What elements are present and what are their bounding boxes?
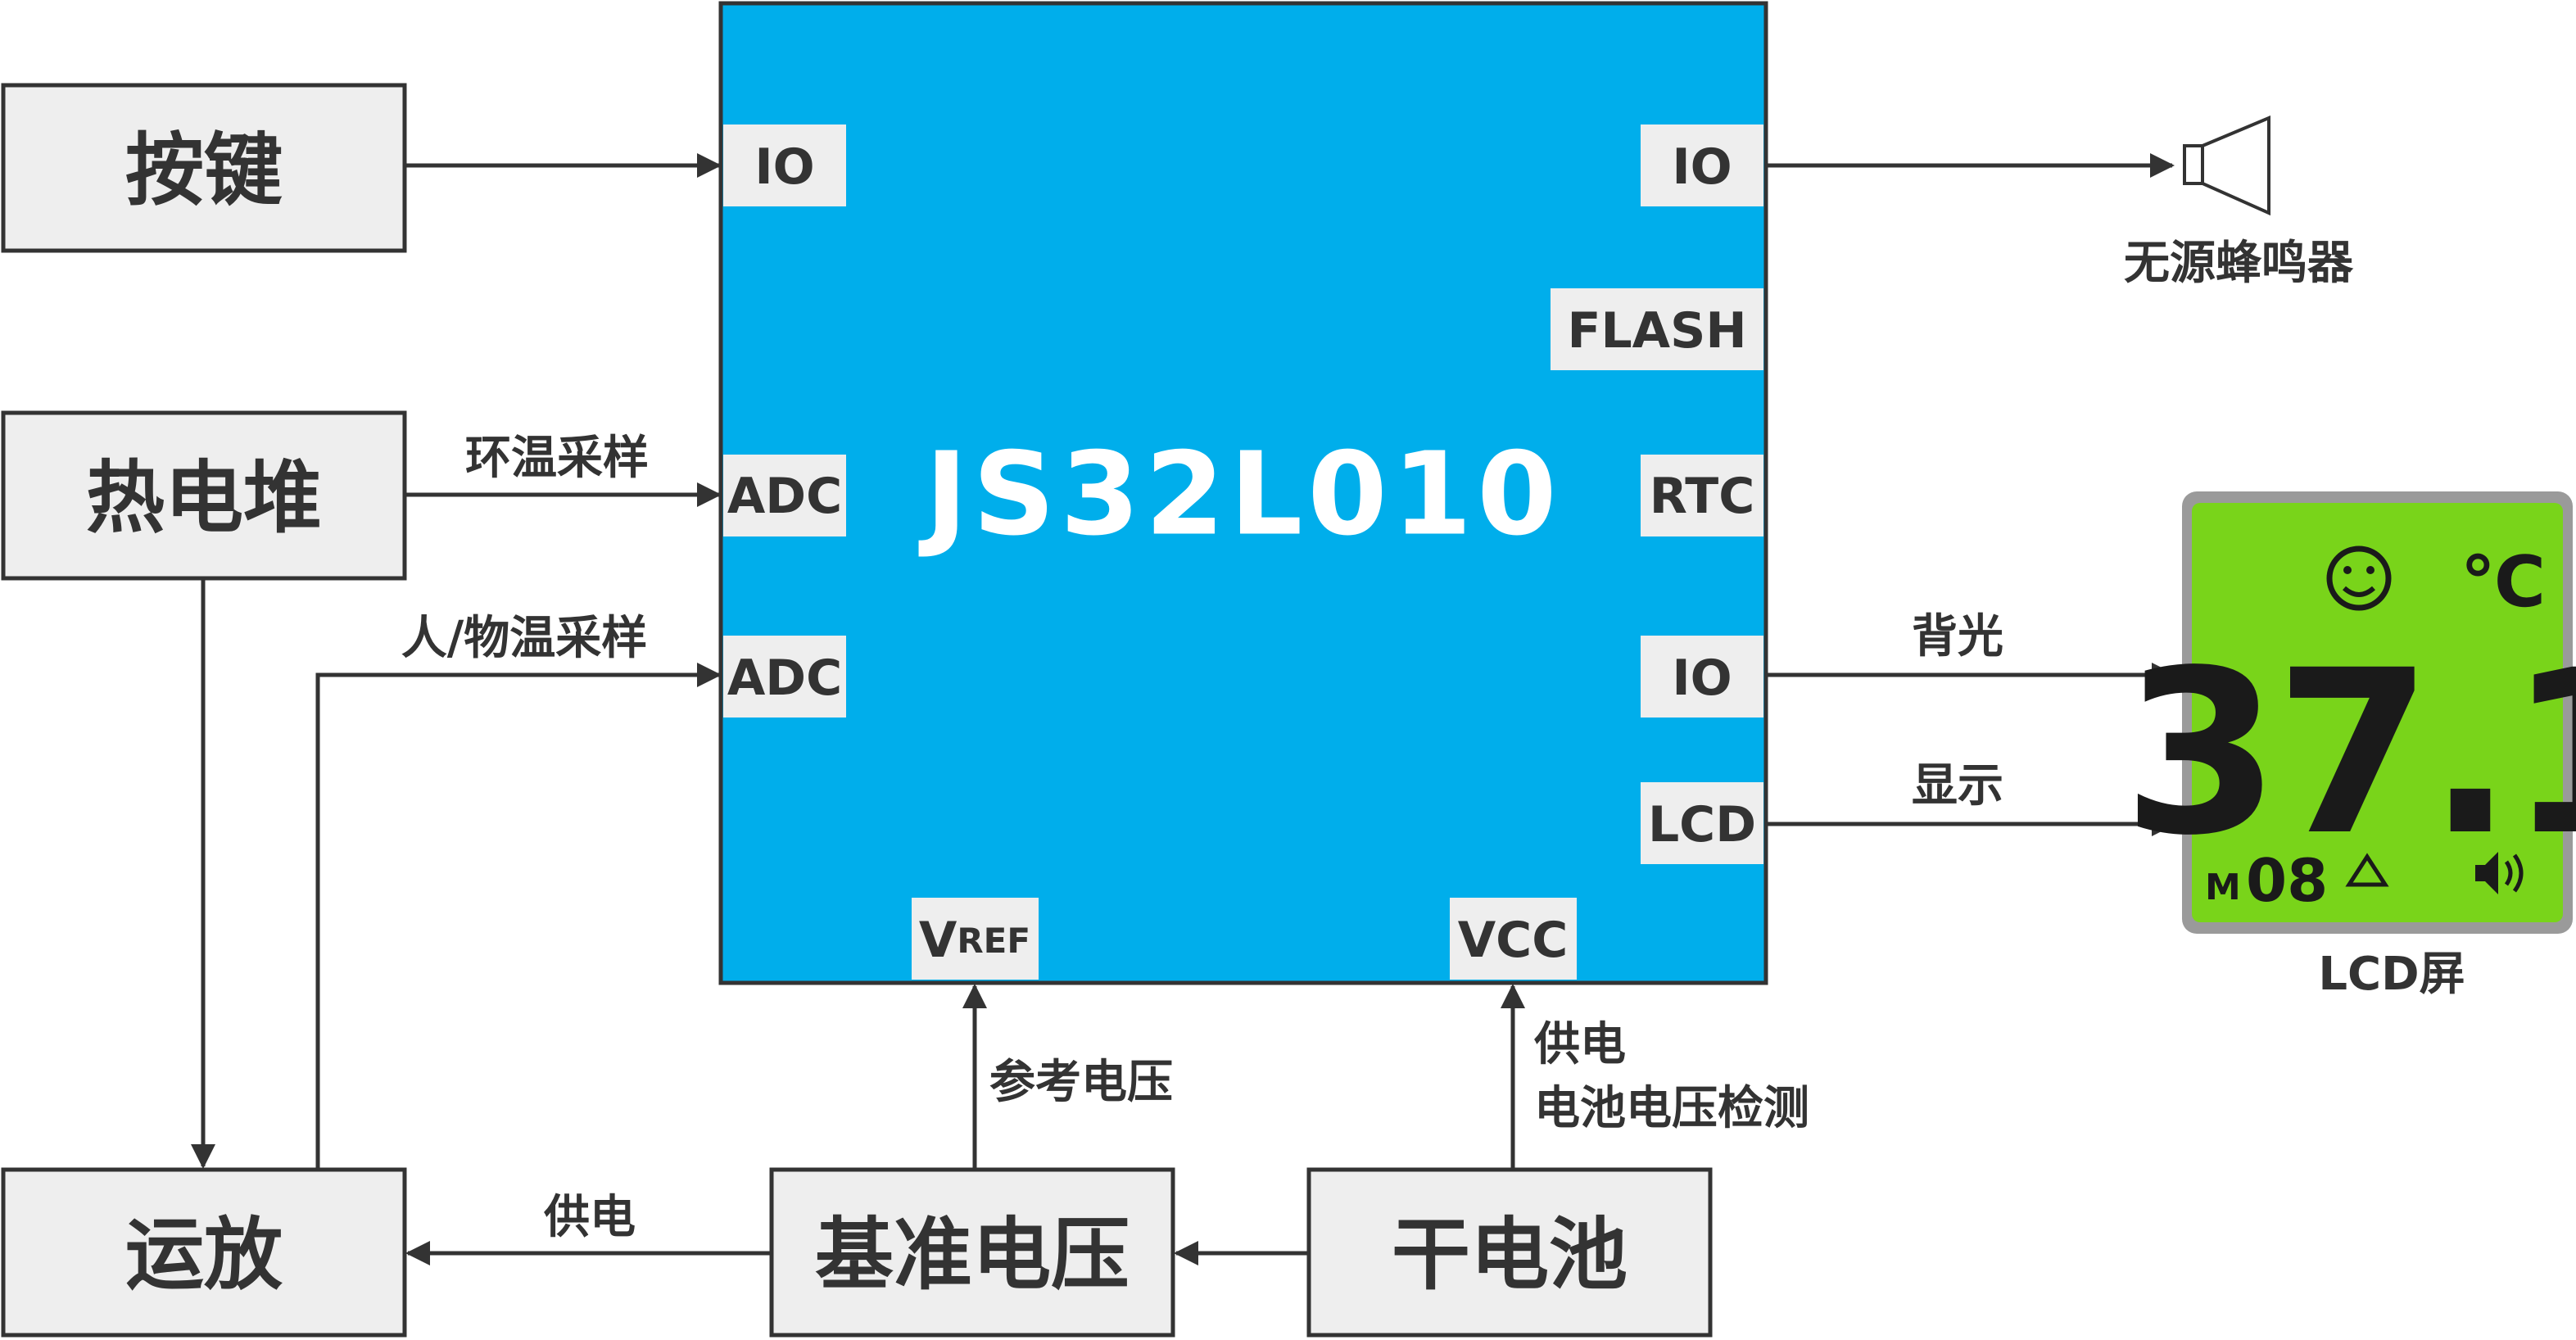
pin-io-left: IO — [723, 124, 846, 206]
pin-flash: FLASH — [1551, 288, 1763, 370]
lcd-mode-letter: M — [2205, 867, 2241, 908]
block-button: 按键 — [1, 83, 407, 253]
smiley-face-icon — [2326, 546, 2392, 611]
block-opamp: 运放 — [1, 1167, 407, 1338]
speaker-icon — [2183, 115, 2270, 216]
pin-vcc-label: VCC — [1458, 912, 1569, 969]
label-body-object-sampling: 人/物温采样 — [401, 612, 647, 665]
block-reference-voltage-label: 基准电压 — [815, 1209, 1130, 1301]
pin-adc-1-label: ADC — [727, 468, 842, 525]
pin-rtc: RTC — [1641, 455, 1763, 536]
block-reference-voltage: 基准电压 — [769, 1167, 1175, 1338]
pin-adc-ambient: ADC — [723, 455, 846, 536]
label-display: 显示 — [1912, 759, 2003, 813]
block-thermopile: 热电堆 — [1, 410, 407, 581]
lcd-unit: ℃ — [2461, 541, 2546, 623]
lcd-label: LCD屏 — [2318, 948, 2465, 1001]
pin-flash-label: FLASH — [1567, 302, 1746, 360]
pin-vref-label: VREF — [919, 912, 1030, 969]
block-dry-battery: 干电池 — [1306, 1167, 1713, 1338]
block-opamp-label: 运放 — [125, 1209, 283, 1301]
buzzer-label: 无源蜂鸣器 — [2124, 237, 2354, 290]
pin-vcc: VCC — [1450, 898, 1577, 980]
label-power-supply-vcc: 供电 — [1534, 1018, 1626, 1071]
pin-vref-main: V — [919, 912, 958, 969]
warning-triangle-icon — [2345, 853, 2389, 887]
label-reference-voltage: 参考电压 — [989, 1056, 1173, 1109]
label-battery-voltage-detect: 电池电压检测 — [1534, 1082, 1809, 1135]
lcd-reading: 37.1 — [2123, 622, 2576, 885]
block-button-label: 按键 — [125, 124, 283, 216]
pin-adc-2-label: ADC — [727, 650, 842, 707]
arrow-opamp-to-adc — [315, 663, 722, 1170]
lcd-screen: ℃ 37.1 M 08 — [2123, 491, 2576, 934]
pin-io-right-1-label: IO — [1672, 138, 1732, 196]
pin-io-backlight: IO — [1641, 636, 1763, 718]
pin-adc-object: ADC — [723, 636, 846, 718]
block-dry-battery-label: 干电池 — [1392, 1209, 1628, 1301]
pin-io-left-label: IO — [754, 138, 814, 196]
pin-lcd: LCD — [1641, 782, 1763, 864]
speaker-sound-icon — [2475, 852, 2524, 894]
pin-lcd-label: LCD — [1648, 796, 1756, 853]
pin-vref: VREF — [912, 898, 1039, 980]
lcd-memory-index: 08 — [2246, 846, 2328, 915]
pin-io-buzzer: IO — [1641, 124, 1763, 206]
block-thermopile-label: 热电堆 — [86, 452, 322, 544]
label-ambient-sampling: 环温采样 — [465, 432, 649, 485]
pin-vref-sub: REF — [957, 921, 1030, 961]
pin-rtc-label: RTC — [1650, 468, 1754, 525]
chip-title: JS32L010 — [918, 428, 1561, 562]
mcu-chip: JS32L010 — [718, 1, 1768, 985]
pin-io-right-2-label: IO — [1672, 650, 1732, 707]
label-power-supply-opamp: 供电 — [544, 1191, 636, 1244]
label-backlight: 背光 — [1912, 610, 2003, 663]
